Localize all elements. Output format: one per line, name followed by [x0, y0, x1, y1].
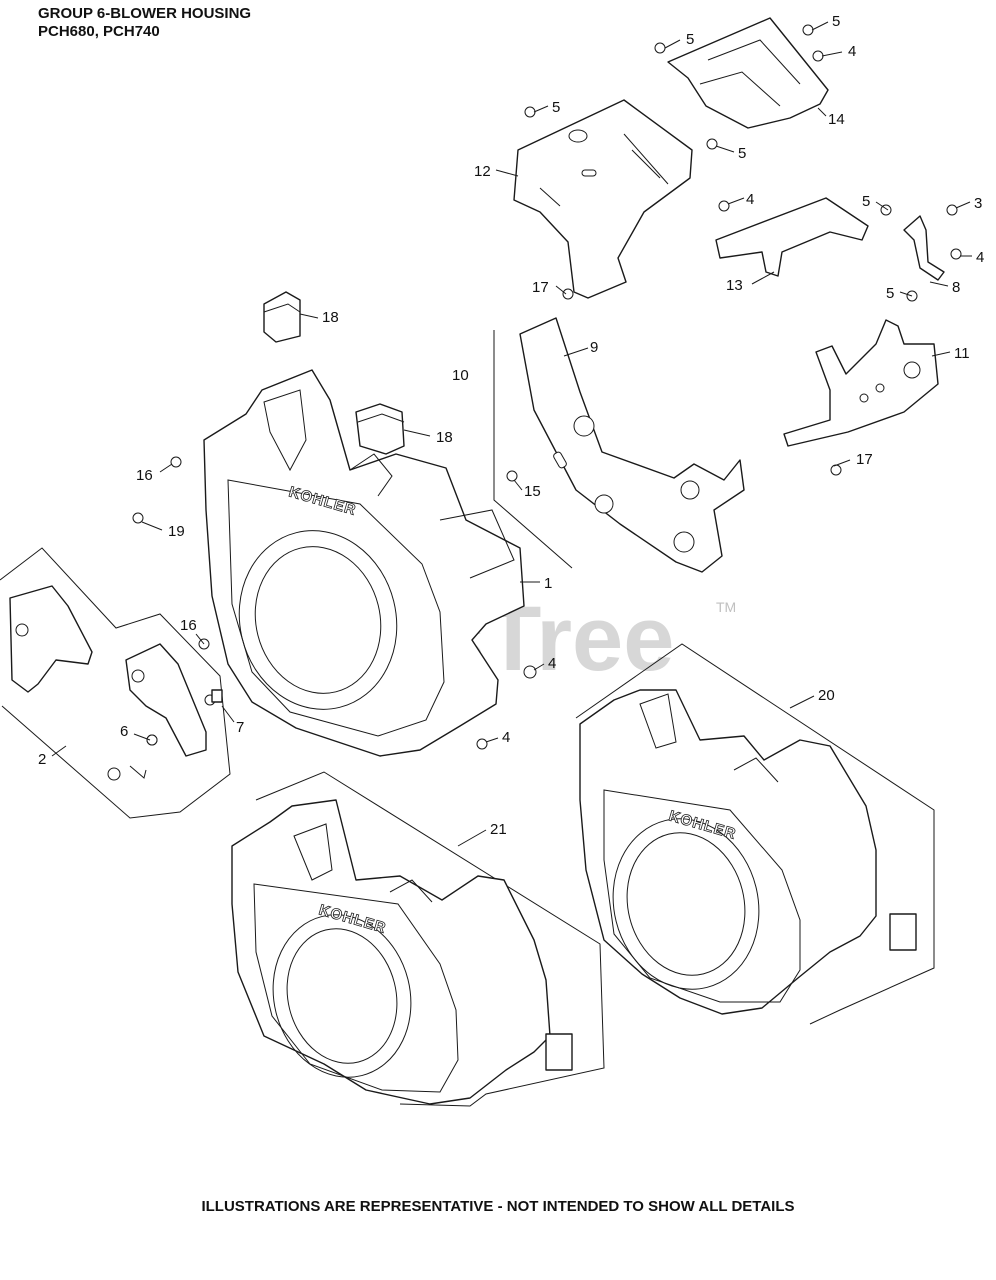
callout-3: 3 [974, 195, 982, 212]
part-8-bracket [903, 215, 945, 281]
callout-17-b: 17 [856, 451, 873, 468]
callout-4-d: 4 [548, 655, 556, 672]
callout-5-a: 5 [686, 31, 694, 48]
callout-6: 6 [120, 723, 128, 740]
part-11-bracket [783, 319, 939, 447]
part-18-cap-upper [263, 291, 301, 343]
part-13-bracket [715, 197, 869, 277]
callout-11: 11 [954, 345, 970, 362]
callout-5-b: 5 [832, 13, 840, 30]
callout-12: 12 [474, 163, 491, 180]
part-18-cap-lower [355, 403, 405, 455]
callouts: 5 5 4 14 5 5 12 4 5 3 4 8 5 13 17 18 18 … [38, 13, 984, 838]
callout-20: 20 [818, 687, 835, 704]
model-numbers: PCH680, PCH740 [38, 23, 160, 40]
callout-5-e: 5 [862, 193, 870, 210]
callout-4-e: 4 [502, 729, 510, 746]
callout-5-c: 5 [552, 99, 560, 116]
callout-13: 13 [726, 277, 743, 294]
callout-17-a: 17 [532, 279, 549, 296]
part-10-baffle-plate [493, 317, 745, 573]
part-20-blower-housing: KOHLER [575, 643, 935, 1025]
callout-5-d: 5 [738, 145, 746, 162]
callout-10: 10 [452, 367, 469, 384]
callout-16-a: 16 [136, 467, 153, 484]
callout-21: 21 [490, 821, 507, 838]
part-2-cover-plates [0, 547, 231, 819]
part-14-bracket [667, 17, 829, 129]
callout-1: 1 [544, 575, 552, 592]
disclaimer-footer: ILLUSTRATIONS ARE REPRESENTATIVE - NOT I… [201, 1198, 795, 1215]
callout-18-b: 18 [436, 429, 453, 446]
callout-7: 7 [236, 719, 244, 736]
part-1-blower-housing: KOHLER [203, 369, 525, 757]
leader-lines [51, 21, 972, 847]
part-21-blower-housing: KOHLER [231, 771, 605, 1107]
callout-15: 15 [524, 483, 541, 500]
callout-8: 8 [952, 279, 960, 296]
part-12-shroud [513, 99, 693, 299]
callout-2: 2 [38, 751, 46, 768]
diagram-title: GROUP 6-BLOWER HOUSING [38, 5, 252, 22]
callout-4-a: 4 [848, 43, 856, 60]
callout-19: 19 [168, 523, 185, 540]
callout-16-b: 16 [180, 617, 197, 634]
callout-5-f: 5 [886, 285, 894, 302]
callout-4-c: 4 [976, 249, 984, 266]
callout-18-a: 18 [322, 309, 339, 326]
callout-4-b: 4 [746, 191, 754, 208]
watermark-trademark: TM [716, 599, 736, 615]
callout-9: 9 [590, 339, 598, 356]
callout-14: 14 [828, 111, 845, 128]
